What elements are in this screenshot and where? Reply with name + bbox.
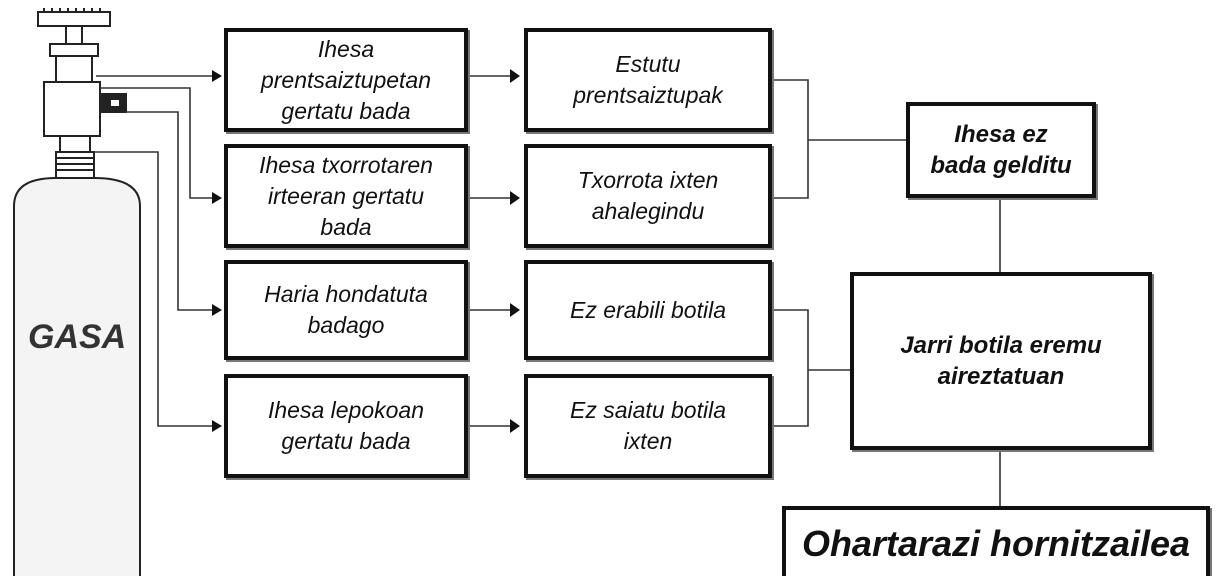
damaged-thread-text: Haria hondatuta badago <box>264 281 428 338</box>
dont-use-box: Ez erabili botila <box>524 260 772 360</box>
close-tap-box: Txorrota ixten ahalegindu <box>524 144 772 248</box>
ventilated-area-box: Jarri botila eremu aireztatuan <box>850 272 1152 450</box>
dont-close-box: Ez saiatu botila ixten <box>524 374 772 478</box>
dont-use-text: Ez erabili botila <box>570 296 726 323</box>
leak-neck-box: Ihesa lepokoan gertatu bada <box>224 374 468 478</box>
not-stopped-text: Ihesa ez bada gelditu <box>930 121 1072 179</box>
tighten-text: Estutu prentsaiztupak <box>573 51 723 108</box>
dont-close-text: Ez saiatu botila ixten <box>570 397 726 454</box>
damaged-thread-box: Haria hondatuta badago <box>224 260 468 360</box>
leak-neck-text: Ihesa lepokoan gertatu bada <box>267 397 424 454</box>
gas-cylinder-icon <box>13 8 141 576</box>
tighten-box: Estutu prentsaiztupak <box>524 28 772 132</box>
not-stopped-box: Ihesa ez bada gelditu <box>906 102 1096 198</box>
leak-tap-outlet-text: Ihesa txorrotaren irteeran gertatu bada <box>259 151 433 240</box>
cylinder-label: GASA <box>28 318 127 356</box>
notify-supplier-text: Ohartarazi hornitzailea <box>801 523 1191 564</box>
ventilated-area-text: Jarri botila eremu aireztatuan <box>900 332 1102 390</box>
leak-pressure-text: Ihesa prentsaiztupetan gertatu bada <box>260 35 432 124</box>
leak-pressure-box: Ihesa prentsaiztupetan gertatu bada <box>224 28 468 132</box>
close-tap-text: Txorrota ixten ahalegindu <box>577 167 719 224</box>
leak-tap-outlet-box: Ihesa txorrotaren irteeran gertatu bada <box>224 144 468 248</box>
notify-supplier-box: Ohartarazi hornitzailea <box>782 506 1210 576</box>
